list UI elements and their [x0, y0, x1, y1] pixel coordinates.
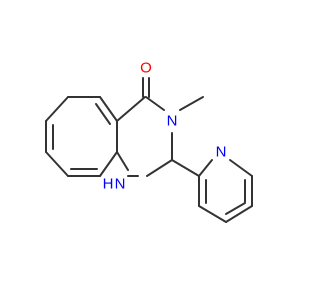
bond: [171, 159, 200, 177]
bond: [116, 96, 146, 122]
bond: [116, 151, 129, 171]
amide-nitrogen-label: N: [167, 113, 178, 130]
bond: [198, 159, 213, 177]
pyridine-nitrogen-label: N: [216, 144, 227, 161]
bond: [45, 151, 69, 177]
double-bond-inner: [95, 103, 111, 125]
methyl-bond: [179, 96, 204, 111]
double-bond-inner: [225, 202, 246, 215]
amine-hydrogen-label: H: [103, 176, 114, 193]
bond: [145, 96, 165, 111]
oxygen-label: O: [140, 60, 152, 77]
bond: [198, 205, 227, 223]
bond: [99, 151, 118, 177]
bond: [229, 159, 253, 177]
bond: [99, 96, 118, 122]
bond: [225, 205, 253, 223]
structure-canvas: O N H N N: [45, 60, 253, 223]
bond: [45, 96, 69, 122]
bond: [146, 159, 173, 177]
dihydroquinazolinone-ring: [116, 77, 204, 177]
amine-nitrogen-label: N: [115, 176, 126, 193]
pyridine-ring: [171, 159, 253, 223]
molecule-structure: O N H N N: [45, 60, 253, 223]
benzene-ring: [45, 96, 118, 177]
